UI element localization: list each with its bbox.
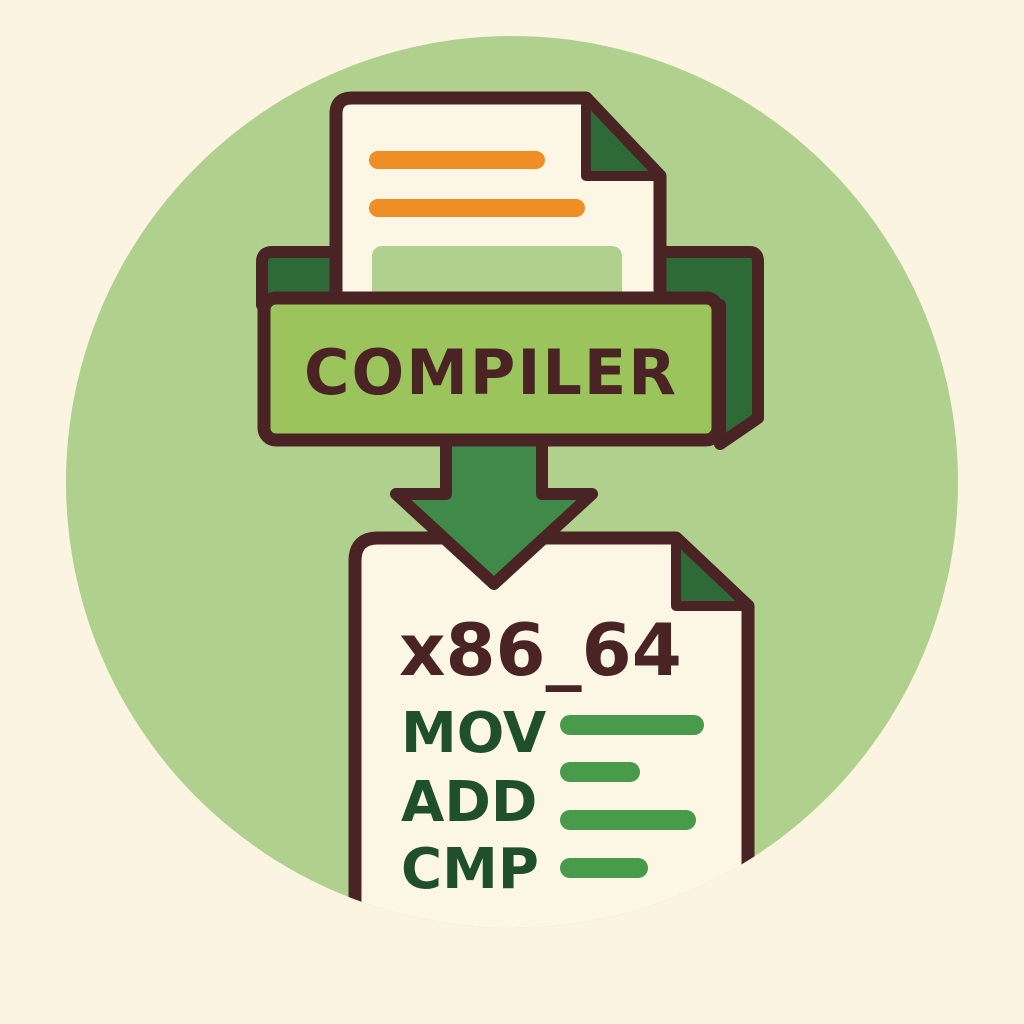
instruction-cmp: CMP (401, 837, 539, 902)
output-document-fold-icon (671, 533, 753, 611)
source-document-fold-icon (581, 93, 665, 181)
output-document-page (348, 531, 755, 928)
architecture-label: x86_64 (399, 608, 682, 692)
output-document: x86_64 MOV ADD CMP (348, 531, 755, 928)
instruction-add: ADD (401, 770, 537, 835)
source-block (372, 246, 622, 305)
compiler-band (257, 291, 725, 447)
instruction-mov: MOV (401, 701, 547, 766)
compiler-label: COMPILER (304, 336, 678, 409)
source-document-icon (329, 91, 667, 312)
